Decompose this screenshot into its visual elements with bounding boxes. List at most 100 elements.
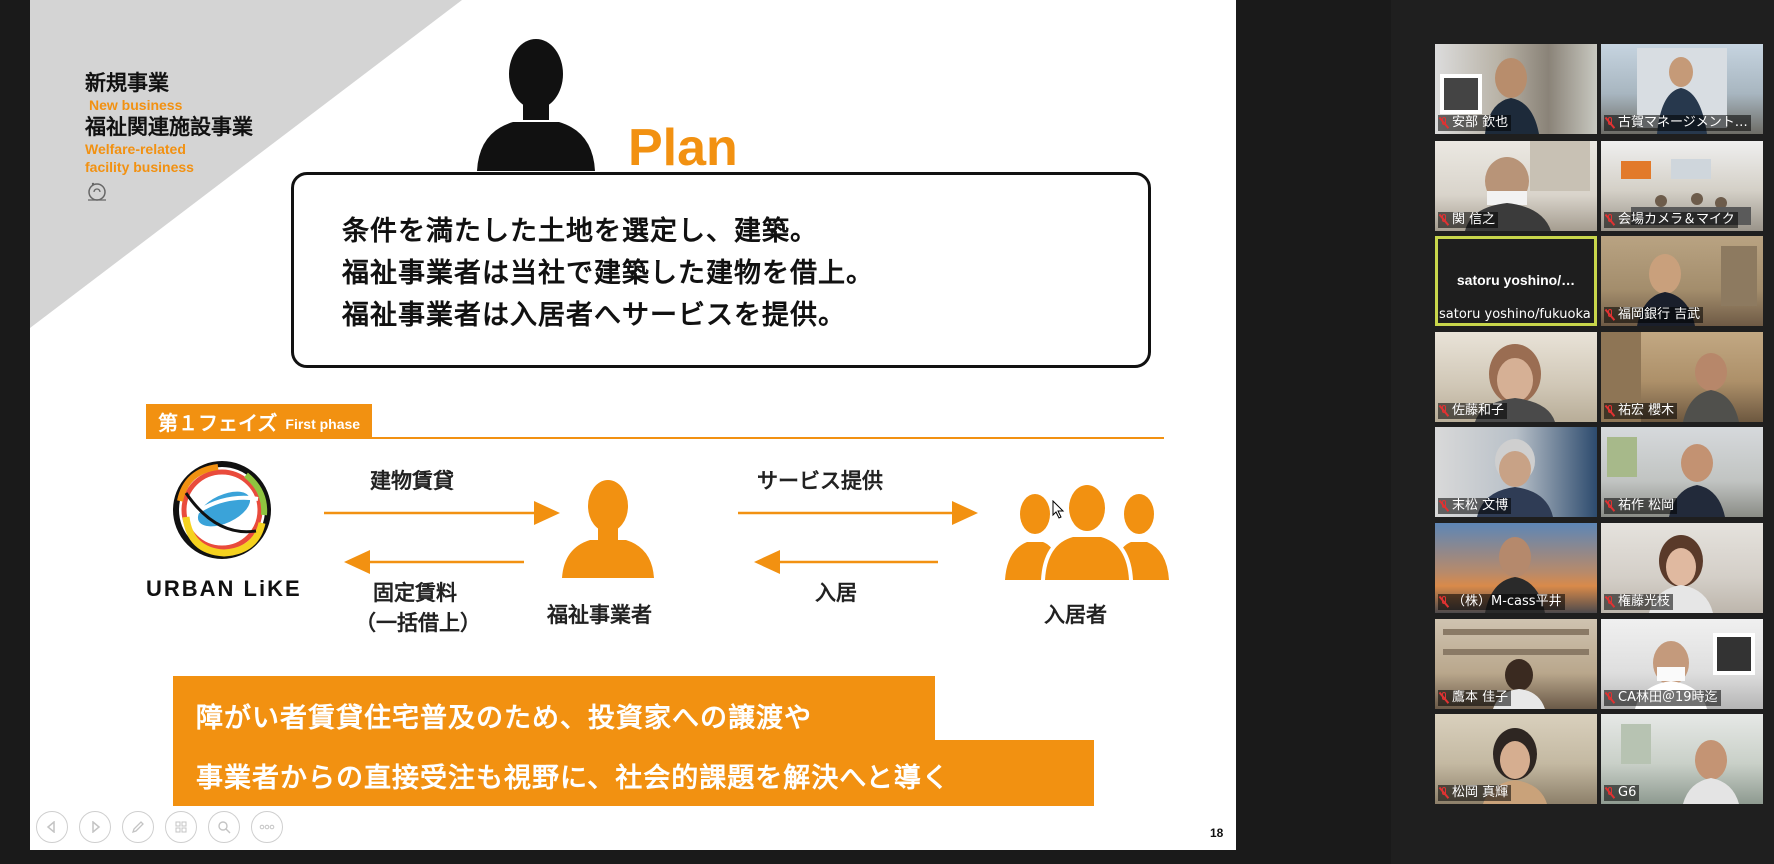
participant-tile[interactable]: 権藤光枝 (1601, 523, 1763, 613)
more-dots-icon (259, 824, 275, 830)
bottom-strip (0, 850, 1391, 864)
title-en-1: New business (89, 97, 183, 113)
participant-name: （株）M-cass平井 (1438, 594, 1565, 610)
pen-tool-button[interactable] (122, 811, 154, 843)
more-options-button[interactable] (251, 811, 283, 843)
participant-tile[interactable]: 佐藤和子 (1435, 332, 1597, 422)
mouse-cursor-icon (1052, 500, 1065, 519)
slide-page-number: 18 (1210, 826, 1224, 840)
title-en-2: Welfare-related (85, 141, 186, 157)
muted-microphone-icon (1439, 405, 1449, 417)
participant-tile-active-speaker[interactable]: satoru yoshino/… satoru yoshino/fukuoka (1435, 236, 1597, 326)
urban-like-logo (166, 457, 278, 567)
muted-microphone-icon (1605, 692, 1615, 704)
banner-block-1 (173, 676, 935, 742)
participant-tile[interactable]: 古賀マネージメント… (1601, 44, 1763, 134)
participant-name: satoru yoshino/fukuoka (1439, 307, 1591, 322)
previous-slide-button[interactable] (36, 811, 68, 843)
phase-tag: 第１フェイズ First phase (146, 404, 373, 438)
muted-microphone-icon (1439, 500, 1449, 512)
next-slide-button[interactable] (79, 811, 111, 843)
video-frame-icon (1440, 58, 1539, 134)
banner-line-2: 事業者からの直接受注も視野に、社会的課題を解決へと導く (196, 763, 950, 794)
participant-tile[interactable]: （株）M-cass平井 (1435, 523, 1597, 613)
muted-microphone-icon (1605, 500, 1615, 512)
muted-microphone-icon (1605, 117, 1615, 129)
phase-label-en: First phase (285, 416, 361, 432)
participant-name: 末松 文博 (1438, 498, 1512, 514)
muted-microphone-icon (1439, 214, 1449, 226)
video-frame-icon (1621, 724, 1739, 804)
arrow1-bottom-label-1: 固定賃料 (373, 581, 457, 605)
urban-like-logo-text: URBAN LiKE (146, 576, 302, 601)
muted-microphone-icon (1605, 309, 1615, 321)
participant-name: 関 信之 (1438, 212, 1499, 228)
muted-microphone-icon (1605, 596, 1615, 608)
participant-name: 鷹本 佳子 (1438, 690, 1512, 706)
participant-name: 祐宏 櫻木 (1604, 403, 1678, 419)
participant-tile[interactable]: CA林田＠19時迄 (1601, 619, 1763, 709)
operator-label: 福祉事業者 (547, 603, 652, 627)
muted-microphone-icon (1439, 117, 1449, 129)
plan-line-2: 福祉事業者は当社で建築した建物を借上。 (342, 258, 874, 289)
participant-name: 安部 欽也 (1438, 115, 1512, 131)
phase-label-jp: 第１フェイズ (158, 410, 278, 435)
participant-tile[interactable]: 関 信之 (1435, 141, 1597, 231)
participant-tile[interactable]: 会場カメラ＆マイク (1601, 141, 1763, 231)
participant-tile[interactable]: 松岡 真輝 (1435, 714, 1597, 804)
participant-name: CA林田＠19時迄 (1604, 690, 1721, 706)
participant-name: 福岡銀行 吉武 (1604, 307, 1704, 323)
zoom-button[interactable] (208, 811, 240, 843)
banner-line-1: 障がい者賃貸住宅普及のため、投資家への譲渡や (196, 703, 812, 734)
title-en-3: facility business (85, 159, 194, 175)
video-frame-icon (1465, 141, 1590, 231)
muted-microphone-icon (1605, 214, 1615, 226)
participant-gallery: 安部 欽也 古賀マネージメント… 関 信之 会場カメラ＆マイク s (1391, 0, 1774, 864)
plan-line-1: 条件を満たした土地を選定し、建築。 (342, 216, 818, 247)
participant-tile[interactable]: G6 (1601, 714, 1763, 804)
flow-arrows (324, 501, 978, 574)
participant-name: 祐作 松岡 (1604, 498, 1678, 514)
muted-microphone-icon (1439, 596, 1449, 608)
participant-name: 松岡 真輝 (1438, 785, 1512, 801)
participant-name: G6 (1604, 785, 1640, 801)
participant-display-name: satoru yoshino/… (1456, 272, 1576, 288)
presentation-slide: 新規事業 New business 福祉関連施設事業 Welfare-relat… (30, 0, 1236, 850)
pen-icon (131, 821, 144, 834)
slide-title-block: 新規事業 New business 福祉関連施設事業 Welfare-relat… (85, 70, 253, 207)
participant-tile[interactable]: 祐宏 櫻木 (1601, 332, 1763, 422)
arrow-right-icon (92, 821, 101, 833)
arrow-left-icon (46, 821, 55, 833)
participant-name: 権藤光枝 (1604, 594, 1674, 610)
muted-microphone-icon (1439, 692, 1449, 704)
arrow1-bottom-label-2: （一括借上） (355, 611, 481, 635)
arrow2-top-label: サービス提供 (757, 469, 883, 493)
muted-microphone-icon (1605, 405, 1615, 417)
resident-label: 入居者 (1044, 603, 1107, 627)
plan-heading: Plan (628, 119, 738, 177)
muted-microphone-icon (1605, 787, 1615, 799)
slide-nav-controls (36, 811, 283, 843)
slides-overview-button[interactable] (165, 811, 197, 843)
participant-name: 会場カメラ＆マイク (1604, 212, 1738, 228)
muted-microphone-icon (1439, 787, 1449, 799)
title-jp-2: 福祉関連施設事業 (85, 115, 253, 139)
arrow2-bottom-label: 入居 (815, 581, 857, 605)
participant-tile[interactable]: 福岡銀行 吉武 (1601, 236, 1763, 326)
arrow1-top-label: 建物賃貸 (370, 469, 454, 493)
residents-group-icon (1005, 482, 1169, 584)
banner-block-2 (173, 740, 1094, 806)
slides-grid-icon (175, 821, 187, 833)
title-jp-1: 新規事業 (85, 71, 169, 95)
plan-line-3: 福祉事業者は入居者へサービスを提供。 (342, 300, 846, 331)
participant-tile[interactable]: 祐作 松岡 (1601, 427, 1763, 517)
participant-name: 古賀マネージメント… (1604, 115, 1751, 131)
participant-tile[interactable]: 末松 文博 (1435, 427, 1597, 517)
operator-person-icon (560, 478, 656, 582)
plan-description-box: 条件を満たした土地を選定し、建築。 福祉事業者は当社で建築した建物を借上。 福祉… (291, 172, 1151, 368)
participant-tile[interactable]: 安部 欽也 (1435, 44, 1597, 134)
participant-tile[interactable]: 鷹本 佳子 (1435, 619, 1597, 709)
snail-icon (85, 180, 253, 207)
video-frame-icon (1607, 437, 1725, 517)
magnifier-icon (218, 821, 231, 834)
